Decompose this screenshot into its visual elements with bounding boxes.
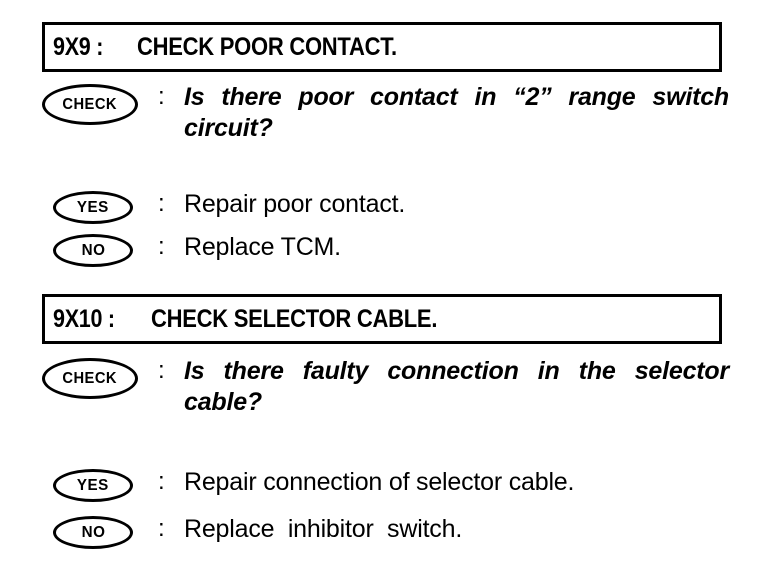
step-rows-9x9: CHECK : Is there poor contact in “2” ran…: [42, 82, 729, 267]
yes-oval-badge: YES: [53, 191, 133, 224]
step-rows-9x10: CHECK : Is there faulty connection in th…: [42, 356, 729, 549]
row-separator: :: [158, 357, 165, 384]
yes-oval-label: YES: [77, 198, 109, 216]
step-id-label: 9X10 :: [53, 304, 115, 333]
check-row: CHECK : Is there poor contact in “2” ran…: [42, 82, 729, 175]
no-text-cell: Replace inhibitor switch.: [184, 514, 722, 545]
check-oval-badge: CHECK: [42, 84, 138, 125]
no-badge-cell: NO: [42, 514, 158, 549]
yes-text-cell: Repair poor contact.: [184, 189, 722, 220]
yes-answer-text: Repair poor contact.: [184, 190, 406, 218]
row-separator: :: [158, 468, 165, 495]
yes-row: YES : Repair poor contact.: [42, 189, 722, 224]
yes-oval-badge: YES: [53, 469, 133, 502]
check-question-text: Is there poor contact in “2” range switc…: [184, 83, 729, 142]
check-text-cell: Is there faulty connection in the select…: [184, 356, 729, 449]
no-oval-badge: NO: [53, 234, 133, 267]
no-oval-label: NO: [81, 523, 105, 541]
step-block-9x9: 9X9 : CHECK POOR CONTACT. CHECK : Is the…: [42, 22, 729, 267]
yes-answer-text: Repair connection of selector cable.: [184, 468, 575, 496]
check-oval-label: CHECK: [62, 369, 118, 387]
no-row: NO : Replace TCM.: [42, 232, 722, 267]
yes-oval-label: YES: [77, 476, 109, 494]
row-separator: :: [158, 515, 165, 542]
step-header-9x10: 9X10 : CHECK SELECTOR CABLE.: [42, 294, 722, 344]
check-question-text: Is there faulty connection in the select…: [184, 357, 729, 416]
check-row: CHECK : Is there faulty connection in th…: [42, 356, 729, 449]
step-header-9x9: 9X9 : CHECK POOR CONTACT.: [42, 22, 722, 72]
no-text-cell: Replace TCM.: [184, 232, 722, 263]
no-oval-badge: NO: [53, 516, 133, 549]
check-text-cell: Is there poor contact in “2” range switc…: [184, 82, 729, 175]
check-oval-badge: CHECK: [42, 358, 138, 399]
check-oval-label: CHECK: [62, 95, 118, 113]
row-separator: :: [158, 83, 165, 110]
no-oval-label: NO: [81, 241, 105, 259]
check-badge-cell: CHECK: [42, 82, 158, 125]
check-badge-cell: CHECK: [42, 356, 158, 399]
yes-row: YES : Repair connection of selector cabl…: [42, 467, 722, 502]
yes-badge-cell: YES: [42, 189, 158, 224]
step-id-label: 9X9 :: [53, 32, 104, 61]
step-title-label: CHECK SELECTOR CABLE.: [150, 304, 438, 333]
step-title-label: CHECK POOR CONTACT.: [137, 32, 398, 61]
no-badge-cell: NO: [42, 232, 158, 267]
row-separator: :: [158, 190, 165, 217]
no-answer-text: Replace TCM.: [184, 233, 341, 261]
row-separator: :: [158, 233, 165, 260]
yes-text-cell: Repair connection of selector cable.: [184, 467, 722, 498]
no-row: NO : Replace inhibitor switch.: [42, 514, 722, 549]
step-block-9x10: 9X10 : CHECK SELECTOR CABLE. CHECK : Is …: [42, 294, 729, 549]
yes-badge-cell: YES: [42, 467, 158, 502]
no-answer-text: Replace inhibitor switch.: [184, 515, 463, 543]
